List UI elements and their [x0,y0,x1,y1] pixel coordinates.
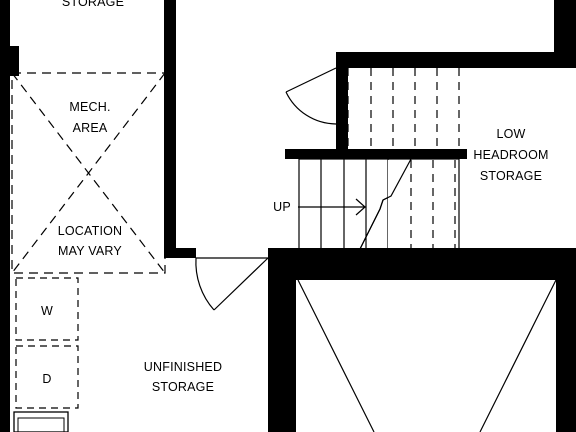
wall-garage-top [296,264,556,280]
wall-stair-divider [336,52,348,152]
label-low-headroom-line2: HEADROOM [473,148,548,162]
wall-low-headroom-top [336,52,554,68]
mech-area [11,72,166,274]
laundry [15,277,79,409]
label-storage-top: STORAGE [62,0,124,9]
wall-right-lower [556,248,576,432]
washer-outline [15,277,79,341]
label-low-headroom-line1: LOW [496,127,525,141]
label-dryer: D [42,372,51,386]
label-unfinished-line1: UNFINISHED [144,360,222,374]
mech-area-outline [11,72,166,274]
stair-landing-wall [285,149,467,159]
wall-mid-horizontal [268,248,576,264]
doors [195,67,337,311]
wall-left-outer [0,0,10,432]
wall-left-jamb [10,46,19,76]
wall-right-upper [554,0,576,68]
dryer-outline [15,345,79,409]
wall-door-stub-left [164,248,196,258]
door-swing-lower [195,257,215,311]
door-swing-stair [285,91,337,125]
wall-mech-right [164,0,176,258]
laundry-sink-basin [17,417,65,432]
door-leaf-lower [213,257,269,311]
label-location-line2: MAY VARY [58,244,122,258]
stair-lower-outline [298,158,460,250]
mech-area-diagonal-2 [11,72,166,274]
label-low-headroom-line3: STORAGE [480,169,542,183]
wall-garage-left [268,248,288,432]
door-leaf-stair [285,67,337,93]
stair-break-line-front [359,158,412,250]
label-location-line1: LOCATION [58,224,123,238]
laundry-sink [13,411,69,432]
label-mech-line2: AREA [73,121,108,135]
garage-diagonals [297,279,557,432]
wall-garage-inner-left [288,264,296,432]
stair-hidden-treads [410,160,456,248]
label-washer: W [41,304,53,318]
stair-hidden-mask [388,160,458,248]
label-unfinished-line2: STORAGE [152,380,214,394]
label-stair-up: UP [273,200,291,214]
label-mech-line1: MECH. [69,100,110,114]
stair-arrow-icon [355,198,366,216]
